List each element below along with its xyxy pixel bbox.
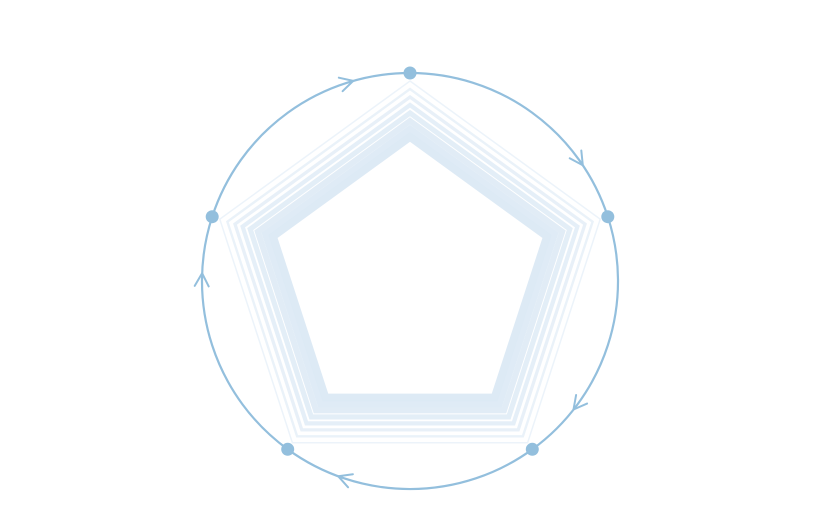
cycle-arc <box>531 216 620 451</box>
pentagon-ring <box>218 80 602 444</box>
cycle-node <box>281 442 295 456</box>
cycle-arc <box>409 71 609 218</box>
arrowhead-icon <box>572 394 589 411</box>
pentagon-ring <box>261 124 559 408</box>
cycle-arc <box>200 216 289 451</box>
cycle-arc <box>211 71 411 218</box>
nested-pentagon-rings <box>218 80 602 444</box>
cycle-arrows <box>193 71 620 491</box>
arrowhead-icon <box>193 272 210 288</box>
arrowhead-icon <box>568 149 584 167</box>
cycle-node <box>525 442 539 456</box>
arrowhead-icon <box>337 76 355 93</box>
cycle-nodes <box>205 66 615 456</box>
arrowhead-icon <box>337 473 354 489</box>
cycle-node <box>601 210 615 224</box>
cycle-arc <box>287 448 533 491</box>
pentagon-ring <box>268 132 552 402</box>
cycle-node <box>403 66 417 80</box>
pentagon-ring <box>240 102 580 426</box>
pentagon-ring <box>233 94 587 432</box>
pentagon-ring <box>254 117 566 414</box>
cycle-node <box>205 210 219 224</box>
pentagon-ring <box>247 109 573 420</box>
pentagon-ring <box>225 87 595 438</box>
